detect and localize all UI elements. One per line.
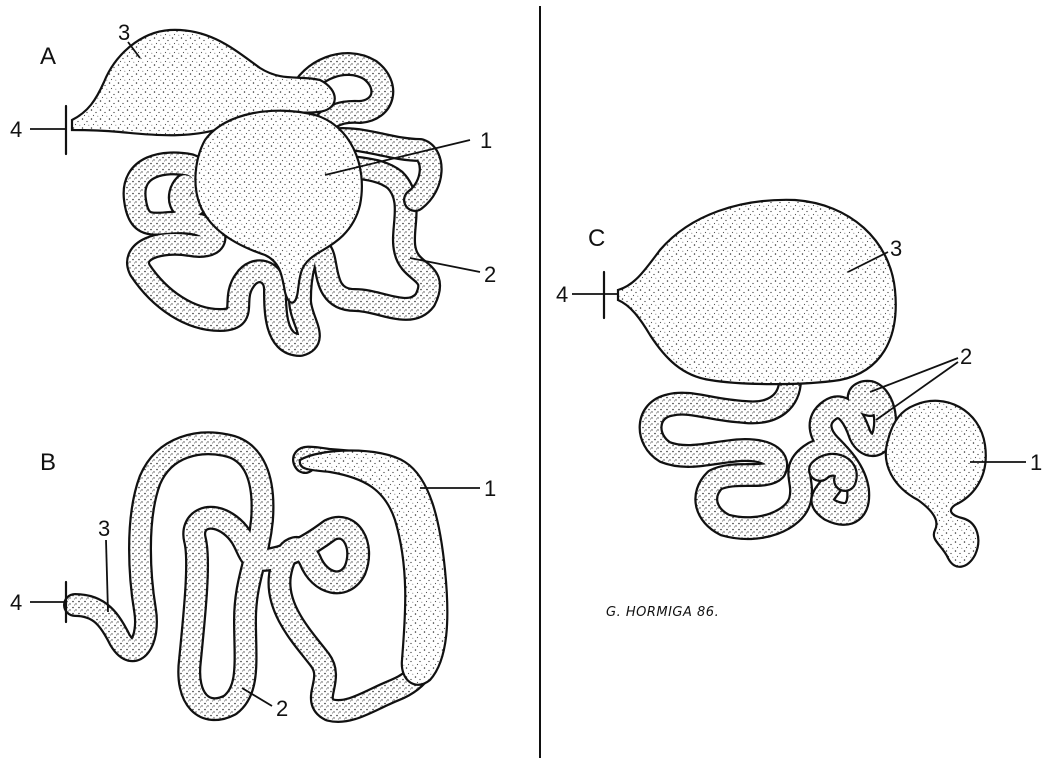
panel-a-callout-4: 4 (10, 117, 22, 142)
panel-c-callout-1: 1 (1030, 450, 1042, 475)
panel-c-bulb (618, 200, 896, 384)
panel-a-callout-2: 2 (484, 262, 496, 287)
panel-c-label: C (588, 225, 605, 252)
panel-a: A 3 1 2 4 (10, 20, 496, 345)
panel-c-callout-2: 2 (960, 344, 972, 369)
panel-a-callout-1: 1 (480, 128, 492, 153)
panel-c-callout-4: 4 (556, 282, 568, 307)
panel-b-label: B (40, 449, 56, 476)
panel-c-sac (886, 401, 986, 567)
artist-signature: G. HORMIGA 86. (606, 605, 719, 620)
panel-b-callout-1: 1 (484, 476, 496, 501)
panel-b: B 3 1 2 4 (10, 443, 496, 721)
panel-c: C 3 2 1 4 G. HORMIGA 86. (556, 200, 1042, 620)
panel-c-callout-3: 3 (890, 236, 902, 261)
panel-a-callout-3: 3 (118, 20, 130, 45)
panel-b-callout-4: 4 (10, 590, 22, 615)
panel-c-duct (651, 380, 885, 528)
panel-b-callout-2: 2 (276, 696, 288, 721)
panel-b-callout-3: 3 (98, 516, 110, 541)
panel-a-label: A (40, 43, 56, 70)
